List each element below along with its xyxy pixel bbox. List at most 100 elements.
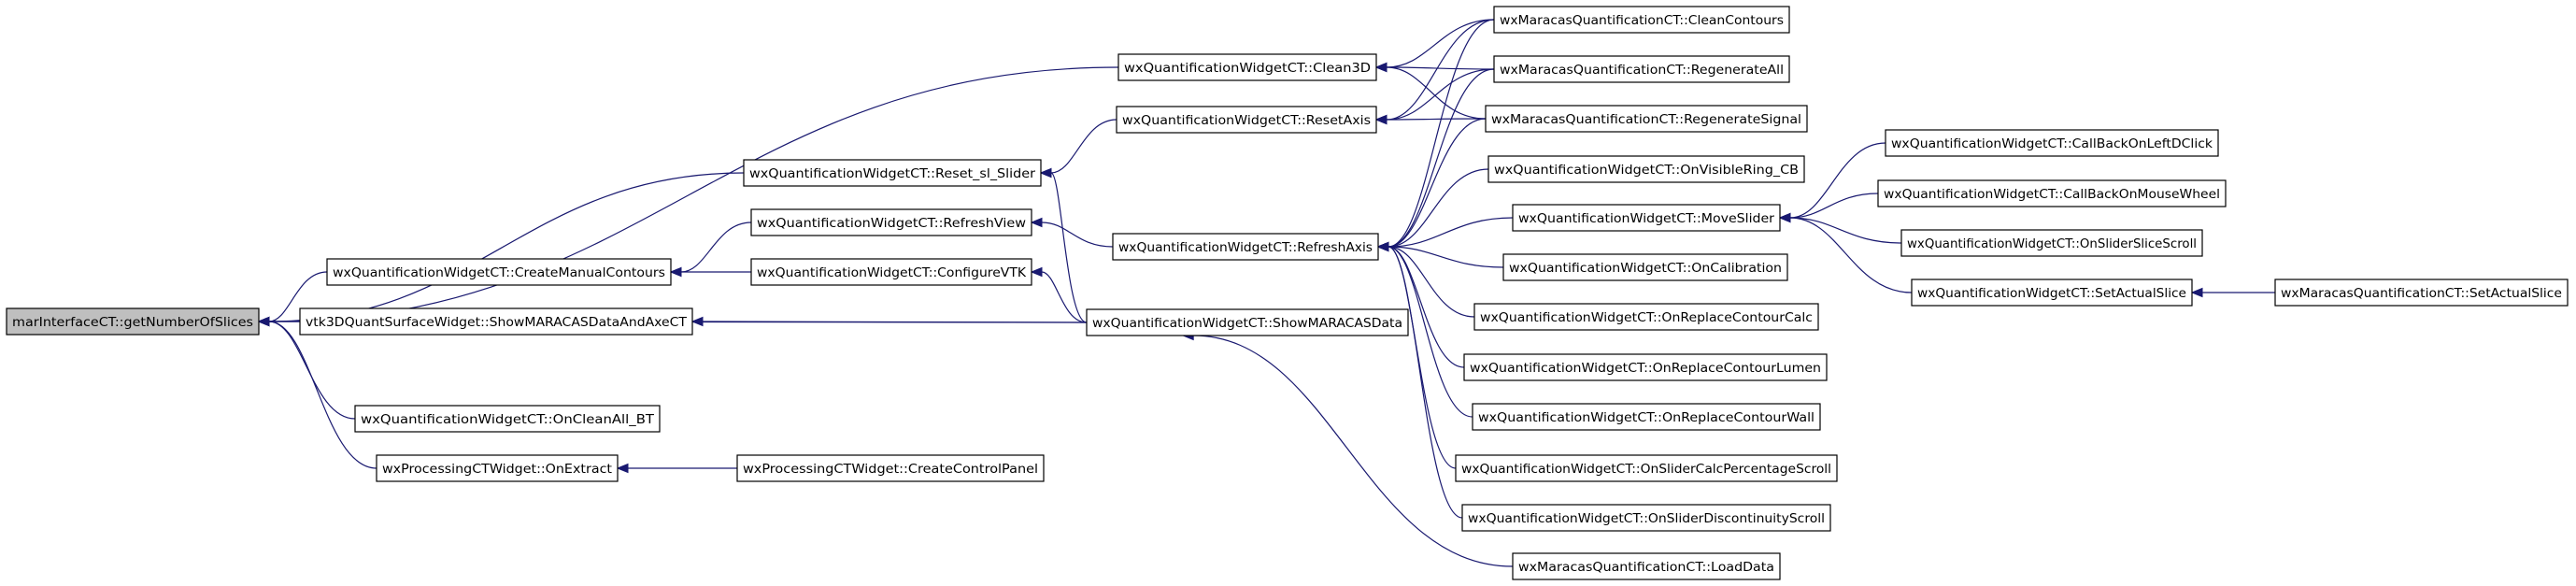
graph-node-n21[interactable]: wxQuantificationWidgetCT::OnReplaceConto… bbox=[1472, 403, 1821, 431]
edge-line bbox=[1388, 217, 1514, 248]
edge-line bbox=[268, 321, 377, 469]
node-box bbox=[376, 454, 619, 482]
node-label: wxQuantificationWidgetCT::OnCleanAll_BT bbox=[361, 412, 655, 427]
node-box bbox=[750, 258, 1032, 286]
node-box bbox=[1461, 504, 1831, 532]
edge-line bbox=[1388, 19, 1495, 248]
arrowhead bbox=[1374, 62, 1388, 73]
call-edge bbox=[1376, 241, 1475, 318]
edge-line bbox=[1193, 335, 1514, 567]
call-edge bbox=[1374, 19, 1495, 73]
node-label: wxMaracasQuantificationCT::RegenerateSig… bbox=[1491, 112, 1801, 127]
edge-line bbox=[268, 321, 356, 420]
graph-node-n9[interactable]: wxQuantificationWidgetCT::RefreshView bbox=[750, 208, 1032, 236]
graph-node-n17[interactable]: wxQuantificationWidgetCT::MoveSlider bbox=[1512, 204, 1781, 232]
edge-line bbox=[1386, 66, 1495, 70]
edge-line bbox=[1388, 246, 1473, 418]
arrowhead bbox=[1778, 212, 1791, 223]
node-label: wxQuantificationWidgetCT::OnSliderDiscon… bbox=[1468, 511, 1825, 526]
arrowhead bbox=[690, 316, 704, 327]
node-box bbox=[1900, 229, 2203, 257]
arrowhead bbox=[1030, 266, 1043, 278]
edge-line bbox=[1388, 168, 1489, 248]
graph-node-n22[interactable]: wxQuantificationWidgetCT::OnSliderCalcPe… bbox=[1455, 454, 1838, 482]
graph-node-n10[interactable]: wxQuantificationWidgetCT::ConfigureVTK bbox=[750, 258, 1032, 286]
graph-node-n16[interactable]: wxQuantificationWidgetCT::OnVisibleRing_… bbox=[1487, 155, 1805, 183]
graph-node-n11[interactable]: wxProcessingCTWidget::CreateControlPanel bbox=[736, 454, 1045, 482]
graph-node-n26[interactable]: wxQuantificationWidgetCT::CallBackOnMous… bbox=[1877, 179, 2227, 207]
node-box bbox=[1116, 106, 1377, 134]
call-edge bbox=[616, 463, 738, 474]
graph-node-n13[interactable]: wxMaracasQuantificationCT::CleanContours bbox=[1493, 6, 1790, 34]
call-edge bbox=[1030, 217, 1114, 248]
edge-line bbox=[1386, 66, 1487, 120]
call-edge bbox=[669, 222, 752, 278]
node-label: wxQuantificationWidgetCT::SetActualSlice bbox=[1917, 286, 2186, 301]
graph-node-n14[interactable]: wxMaracasQuantificationCT::RegenerateAll bbox=[1493, 55, 1790, 83]
graph-node-n24[interactable]: wxMaracasQuantificationCT::LoadData bbox=[1512, 552, 1781, 580]
node-label: wxQuantificationWidgetCT::CreateManualCo… bbox=[333, 265, 665, 280]
edge-line bbox=[1789, 193, 1879, 219]
call-edge bbox=[257, 316, 377, 469]
node-box bbox=[1463, 353, 1828, 381]
graph-node-n15[interactable]: wxMaracasQuantificationCT::RegenerateSig… bbox=[1485, 105, 1808, 133]
node-box bbox=[1493, 55, 1790, 83]
node-box bbox=[1487, 155, 1805, 183]
node-label: wxQuantificationWidgetCT::ConfigureVTK bbox=[757, 265, 1027, 280]
call-edge bbox=[1376, 241, 1463, 519]
node-box bbox=[1117, 53, 1377, 81]
graph-node-n27[interactable]: wxQuantificationWidgetCT::OnSliderSliceS… bbox=[1900, 229, 2203, 257]
node-box bbox=[1512, 204, 1781, 232]
graph-node-n23[interactable]: wxQuantificationWidgetCT::OnSliderDiscon… bbox=[1461, 504, 1831, 532]
arrowhead bbox=[616, 463, 629, 474]
node-box bbox=[1112, 233, 1379, 261]
node-label: wxQuantificationWidgetCT::RefreshView bbox=[757, 216, 1026, 231]
edge-line bbox=[1388, 246, 1504, 268]
node-label: wxQuantificationWidgetCT::OnReplaceConto… bbox=[1480, 310, 1813, 325]
node-label: wxQuantificationWidgetCT::Reset_sl_Slide… bbox=[749, 166, 1035, 181]
graph-node-n7[interactable]: wxProcessingCTWidget::OnExtract bbox=[376, 454, 619, 482]
graph-node-n8[interactable]: wxQuantificationWidgetCT::ResetAxis bbox=[1116, 106, 1377, 134]
node-box bbox=[1512, 552, 1781, 580]
graph-node-n12[interactable]: wxQuantificationWidgetCT::RefreshAxis bbox=[1112, 233, 1379, 261]
graph-node-n0[interactable]: marInterfaceCT::getNumberOfSlices bbox=[6, 307, 260, 336]
graph-node-n6[interactable]: wxQuantificationWidgetCT::OnCleanAll_BT bbox=[354, 405, 661, 433]
node-box bbox=[1885, 129, 2219, 157]
call-edge bbox=[669, 266, 752, 278]
graph-node-n4[interactable]: vtk3DQuantSurfaceWidget::ShowMARACASData… bbox=[299, 307, 693, 336]
node-label: wxQuantificationWidgetCT::OnReplaceConto… bbox=[1478, 410, 1815, 425]
arrowhead bbox=[669, 266, 682, 278]
graph-node-n28[interactable]: wxQuantificationWidgetCT::SetActualSlice bbox=[1911, 279, 2193, 307]
node-label: marInterfaceCT::getNumberOfSlices bbox=[12, 315, 253, 330]
node-box bbox=[1485, 105, 1808, 133]
call-edge bbox=[1376, 217, 1514, 252]
graph-node-n18[interactable]: wxQuantificationWidgetCT::OnCalibration bbox=[1502, 253, 1788, 281]
call-edge bbox=[1376, 241, 1465, 368]
arrowhead bbox=[257, 316, 270, 327]
graph-node-n1[interactable]: wxQuantificationWidgetCT::Clean3D bbox=[1117, 53, 1377, 81]
node-label: wxMaracasQuantificationCT::SetActualSlic… bbox=[2281, 286, 2562, 301]
graph-node-n5[interactable]: wxQuantificationWidgetCT::ShowMARACASDat… bbox=[1086, 308, 1409, 336]
graph-node-n19[interactable]: wxQuantificationWidgetCT::OnReplaceConto… bbox=[1473, 303, 1819, 331]
graph-node-n3[interactable]: wxQuantificationWidgetCT::CreateManualCo… bbox=[326, 258, 672, 286]
graph-node-n2[interactable]: wxQuantificationWidgetCT::Reset_sl_Slide… bbox=[743, 159, 1042, 187]
edge-line bbox=[1388, 118, 1487, 248]
graph-node-n29[interactable]: wxMaracasQuantificationCT::SetActualSlic… bbox=[2274, 279, 2569, 307]
call-edge bbox=[1376, 19, 1495, 252]
edge-line bbox=[1050, 119, 1117, 174]
node-label: wxMaracasQuantificationCT::LoadData bbox=[1518, 560, 1774, 575]
edge-line bbox=[268, 66, 1119, 322]
edge-line bbox=[1050, 172, 1088, 323]
edge-line bbox=[268, 271, 328, 322]
node-box bbox=[354, 405, 661, 433]
node-label: wxQuantificationWidgetCT::RefreshAxis bbox=[1118, 240, 1373, 255]
arrowhead bbox=[1374, 114, 1388, 125]
graph-node-n25[interactable]: wxQuantificationWidgetCT::CallBackOnLeft… bbox=[1885, 129, 2219, 157]
node-label: wxQuantificationWidgetCT::OnSliderCalcPe… bbox=[1461, 462, 1831, 477]
edge-line bbox=[680, 222, 752, 273]
node-label: wxMaracasQuantificationCT::CleanContours bbox=[1500, 13, 1784, 28]
call-edge bbox=[2190, 287, 2275, 298]
graph-node-n20[interactable]: wxQuantificationWidgetCT::OnReplaceConto… bbox=[1463, 353, 1828, 381]
node-box bbox=[743, 159, 1042, 187]
